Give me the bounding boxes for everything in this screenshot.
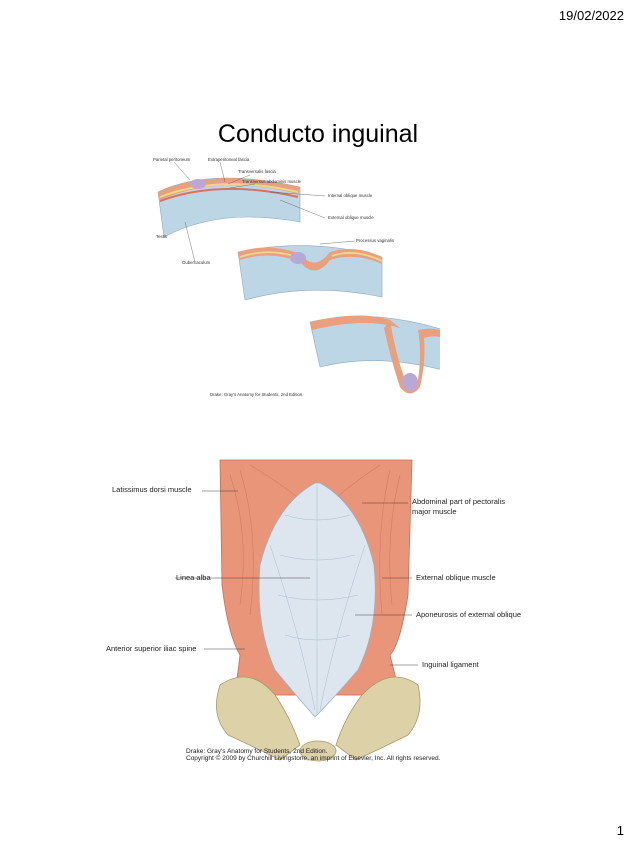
slide-title: Conducto inguinal xyxy=(217,120,419,148)
label-linea-alba: Linea alba xyxy=(176,573,211,582)
figure1-credit: Drake: Gray's Anatomy for Students, 2nd … xyxy=(210,392,304,397)
abdominal-wall-figure: Latissimus dorsi muscle Abdominal part o… xyxy=(100,455,540,770)
label-latissimus-dorsi: Latissimus dorsi muscle xyxy=(112,485,192,494)
stage-2-slab xyxy=(237,245,383,301)
label-internal-oblique: Internal oblique muscle xyxy=(328,193,373,198)
label-extraperitoneal-fascia: Extraperitoneal fascia xyxy=(208,157,250,162)
label-testis: Testis xyxy=(156,234,167,239)
stage-3-slab xyxy=(309,315,451,394)
label-processus-vaginalis: Processus vaginalis xyxy=(356,238,394,243)
inguinal-development-illustration xyxy=(157,161,451,394)
date-label: 19/02/2022 xyxy=(558,8,624,23)
figure2-credit: Drake: Gray's Anatomy for Students, 2nd … xyxy=(186,748,440,763)
label-gubernaculum: Gubernaculum xyxy=(182,260,211,265)
label-aponeurosis: Aponeurosis of external oblique xyxy=(416,610,522,619)
label-inguinal-ligament: Inguinal ligament xyxy=(422,660,479,669)
figure2-credit-line1: Drake: Gray's Anatomy for Students, 2nd … xyxy=(186,748,328,755)
label-external-oblique: External oblique muscle xyxy=(328,215,374,220)
stage-1-slab xyxy=(157,177,301,238)
figure2-credit-line2: Copyright © 2009 by Churchill Livingston… xyxy=(186,755,441,763)
label-transversus-abdominis: Transversus abdominis muscle xyxy=(242,179,302,184)
label-abdominal-pectoralis: Abdominal part of pectoralis major muscl… xyxy=(412,497,505,516)
page-number: 1 xyxy=(616,823,624,838)
label-external-oblique-muscle: External oblique muscle xyxy=(416,573,496,582)
label-asis: Anterior superior iliac spine xyxy=(106,644,197,653)
inguinal-development-figure: Parietal peritoneum Extraperitoneal fasc… xyxy=(150,152,451,402)
pelvis-shape xyxy=(216,676,301,761)
label-parietal-peritoneum: Parietal peritoneum xyxy=(153,157,191,162)
label-transversalis-fascia: Transversalis fascia xyxy=(238,169,276,174)
abdominal-wall-illustration xyxy=(175,459,421,762)
